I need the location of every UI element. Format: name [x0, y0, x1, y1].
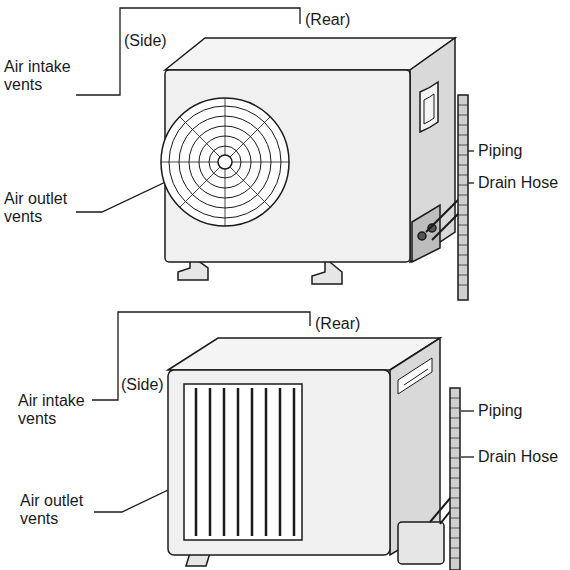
outdoor-unit-grille — [168, 338, 460, 570]
piping-leader — [468, 150, 474, 151]
part-label: Air outlet vents — [20, 492, 106, 529]
outlet-grille — [184, 384, 302, 540]
service-valves — [412, 205, 440, 262]
terminal-plate — [404, 369, 428, 385]
outdoor-unit-fan — [161, 38, 468, 300]
valve — [418, 232, 426, 240]
drain-leader — [468, 182, 474, 183]
drain-leader — [461, 456, 474, 457]
unit-handle — [420, 82, 438, 132]
part-label: Air intake vents — [18, 392, 104, 429]
piping — [450, 388, 460, 570]
fan-grille — [161, 98, 289, 226]
piping-leader — [461, 410, 474, 411]
part-label: Piping — [478, 142, 522, 160]
part-label: Air intake vents — [4, 58, 90, 95]
part-label: (Rear) — [305, 11, 350, 29]
unit-front — [168, 370, 390, 555]
valve-cover — [398, 522, 444, 564]
fan-hub — [218, 155, 232, 169]
part-label: Piping — [478, 402, 522, 420]
grille-spokes — [161, 98, 289, 226]
unit-side — [410, 38, 455, 262]
part-label: Air outlet vents — [4, 190, 90, 227]
part-label: (Side) — [121, 376, 164, 394]
grille-slats — [196, 388, 294, 536]
drain-hose — [426, 196, 462, 240]
unit-top — [165, 38, 455, 70]
terminal-plate — [398, 358, 432, 394]
unit-handle — [424, 94, 434, 124]
piping — [458, 95, 468, 300]
part-label: (Rear) — [315, 315, 360, 333]
piping-wrap — [450, 398, 460, 558]
piping-wrap — [458, 105, 468, 285]
part-label: (Side) — [124, 32, 167, 50]
part-label: Drain Hose — [478, 174, 558, 192]
part-label: Drain Hose — [478, 448, 558, 466]
